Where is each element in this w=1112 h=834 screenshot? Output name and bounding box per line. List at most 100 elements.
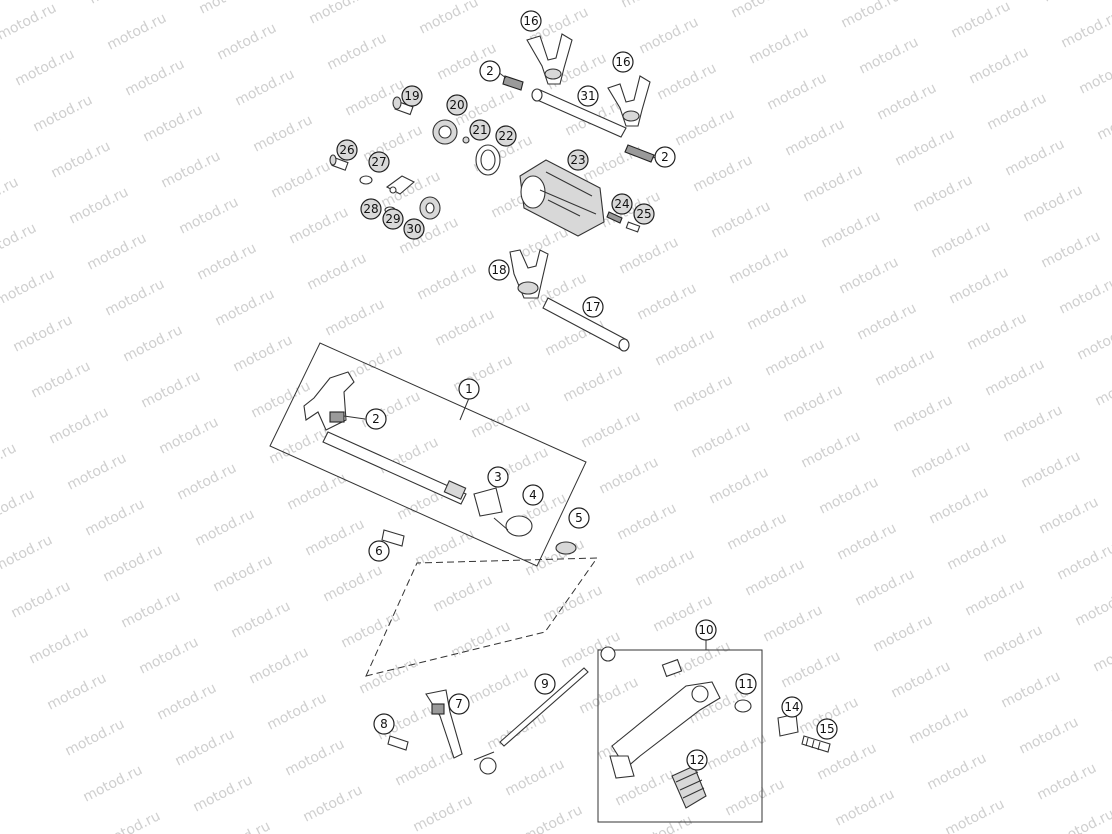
svg-text:7: 7 (455, 697, 463, 711)
watermark-text: motod.ru (197, 0, 261, 18)
callout-12: 12 (686, 749, 708, 771)
watermark-text: motod.ru (1093, 366, 1112, 409)
watermark-text: motod.ru (287, 204, 351, 247)
spring-2-right (624, 144, 655, 163)
watermark-text: motod.ru (579, 408, 643, 451)
callout-29: 29 (382, 208, 404, 230)
callout-28: 28 (360, 198, 382, 220)
shift-fork-18 (509, 249, 549, 299)
svg-text:16: 16 (523, 14, 538, 28)
svg-text:29: 29 (385, 212, 400, 226)
svg-text:8: 8 (380, 717, 388, 731)
watermark-text: motod.ru (0, 0, 59, 43)
watermark-text: motod.ru (1095, 100, 1112, 143)
svg-text:30: 30 (406, 222, 421, 236)
watermark-text: motod.ru (213, 286, 277, 329)
callout-25: 25 (633, 203, 655, 225)
watermark-text: motod.ru (0, 174, 21, 217)
linkage-dashed-frame (365, 557, 598, 677)
watermark-text: motod.ru (283, 736, 347, 779)
svg-text:2: 2 (661, 150, 669, 164)
watermark-text: motod.ru (449, 618, 513, 661)
watermark-text: motod.ru (907, 704, 971, 747)
svg-text:23: 23 (570, 153, 585, 167)
watermark-text: motod.ru (137, 634, 201, 677)
callout-2-top: 2 (479, 60, 501, 82)
watermark-text: motod.ru (743, 556, 807, 599)
bolt-6 (381, 529, 405, 547)
callout-18: 18 (488, 259, 510, 281)
svg-text:12: 12 (689, 753, 704, 767)
watermark-text: motod.ru (173, 726, 237, 769)
shift-fork-16-right (607, 75, 651, 127)
watermark-text: motod.ru (123, 56, 187, 99)
watermark-text: motod.ru (1077, 54, 1112, 97)
watermark-text: motod.ru (9, 578, 73, 621)
bolt-26 (329, 154, 349, 171)
watermark-text: motod.ru (1035, 760, 1099, 803)
svg-text:2: 2 (372, 412, 380, 426)
watermark-text: motod.ru (1039, 228, 1103, 271)
watermark-text: motod.ru (325, 30, 389, 73)
watermark-text: motod.ru (671, 372, 735, 415)
callout-31: 31 (577, 85, 599, 107)
watermark-text: motod.ru (729, 0, 793, 22)
watermark-text: motod.ru (121, 322, 185, 365)
watermark-text: motod.ru (745, 290, 809, 333)
svg-text:31: 31 (580, 89, 595, 103)
callout-9: 9 (534, 673, 556, 695)
watermark-text: motod.ru (0, 486, 37, 529)
watermark-text: motod.ru (855, 300, 919, 343)
watermark-text: motod.ru (1017, 714, 1081, 757)
watermark-text: motod.ru (1021, 182, 1085, 225)
bearing-22 (475, 144, 501, 176)
watermark-text: motod.ru (413, 526, 477, 569)
watermark-text: motod.ru (779, 648, 843, 691)
watermark-text: motod.ru (799, 428, 863, 471)
watermark-text: motod.ru (891, 392, 955, 435)
svg-text:17: 17 (585, 300, 600, 314)
watermark-text: motod.ru (141, 102, 205, 145)
watermark-text: motod.ru (945, 530, 1009, 573)
assembly-10-frame (597, 649, 763, 823)
watermark-text: motod.ru (103, 276, 167, 319)
watermark-text: motod.ru (631, 812, 695, 834)
watermark-text: motod.ru (63, 716, 127, 759)
watermark-text: motod.ru (653, 326, 717, 369)
watermark-text: motod.ru (999, 668, 1063, 711)
watermark-text: motod.ru (193, 506, 257, 549)
watermark-text: motod.ru (943, 796, 1007, 834)
spring-ring-4 (493, 515, 533, 537)
pin-25 (625, 221, 641, 233)
watermark-text: motod.ru (835, 520, 899, 563)
svg-text:15: 15 (819, 722, 834, 736)
watermark-text: motod.ru (81, 762, 145, 805)
bolt-15 (801, 735, 831, 753)
watermark-text: motod.ru (301, 782, 365, 825)
washer-5 (555, 541, 577, 555)
watermark-text: motod.ru (981, 622, 1045, 665)
svg-text:9: 9 (541, 677, 549, 691)
watermark-text: motod.ru (0, 266, 57, 309)
svg-text:14: 14 (784, 700, 799, 714)
shift-shaft-1 (303, 371, 467, 505)
callout-4: 4 (522, 484, 544, 506)
watermark-text: motod.ru (177, 194, 241, 237)
watermark-text: motod.ru (49, 138, 113, 181)
watermark-text: motod.ru (509, 0, 573, 2)
callout-23: 23 (567, 149, 589, 171)
watermark-text: motod.ru (83, 496, 147, 539)
watermark-text: motod.ru (925, 750, 989, 793)
callout-19: 19 (401, 85, 423, 107)
watermark-text: motod.ru (29, 358, 93, 401)
watermark-text: motod.ru (963, 576, 1027, 619)
washer-27 (359, 175, 373, 185)
callout-2-right: 2 (654, 146, 676, 168)
spring-24 (606, 211, 623, 224)
watermark-text: motod.ru (949, 0, 1013, 42)
watermark-text: motod.ru (101, 542, 165, 585)
watermark-text: motod.ru (833, 786, 897, 829)
watermark-text: motod.ru (1019, 448, 1083, 491)
watermark-text: motod.ru (947, 264, 1011, 307)
